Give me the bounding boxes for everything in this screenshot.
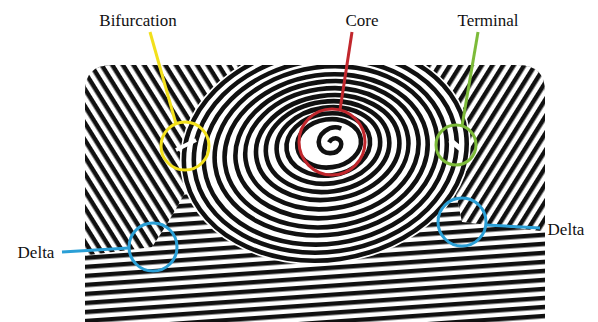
delta-circle: [129, 223, 177, 271]
core-circle: [299, 109, 365, 175]
lower-ridges: [80, 60, 550, 322]
ridge: [215, 61, 438, 240]
terminal-circle: [436, 125, 476, 165]
leader-line: [462, 32, 478, 126]
whorl: [165, 21, 485, 283]
ridge: [272, 101, 386, 191]
ridge: [260, 93, 395, 199]
delta-circle: [438, 198, 486, 246]
leader-line: [150, 32, 176, 124]
callout-label: Delta: [18, 244, 55, 261]
ridge: [237, 78, 416, 220]
ridge: [282, 108, 374, 181]
callout-label: Core: [345, 12, 378, 29]
bifurcation-gap: [176, 140, 196, 150]
ridge: [181, 35, 470, 270]
ridge: [249, 86, 406, 209]
ridge: [170, 25, 481, 278]
callout-label: Delta: [548, 221, 585, 238]
whorl-ground: [165, 21, 485, 283]
ridge-pattern: [80, 21, 550, 322]
callout-label: Bifurcation: [99, 12, 176, 29]
ridge: [204, 52, 449, 250]
leader-line: [62, 248, 129, 252]
leader-line: [486, 225, 540, 228]
whorl-rings: [170, 25, 481, 278]
ridge: [226, 70, 427, 230]
bifurcation-circle: [161, 122, 209, 170]
terminal-gap: [450, 140, 462, 150]
ridge: [192, 44, 459, 260]
callout-marks: [62, 32, 540, 271]
core-spiral: [317, 127, 344, 155]
leader-line: [340, 32, 352, 110]
callout-label: Terminal: [457, 12, 518, 29]
